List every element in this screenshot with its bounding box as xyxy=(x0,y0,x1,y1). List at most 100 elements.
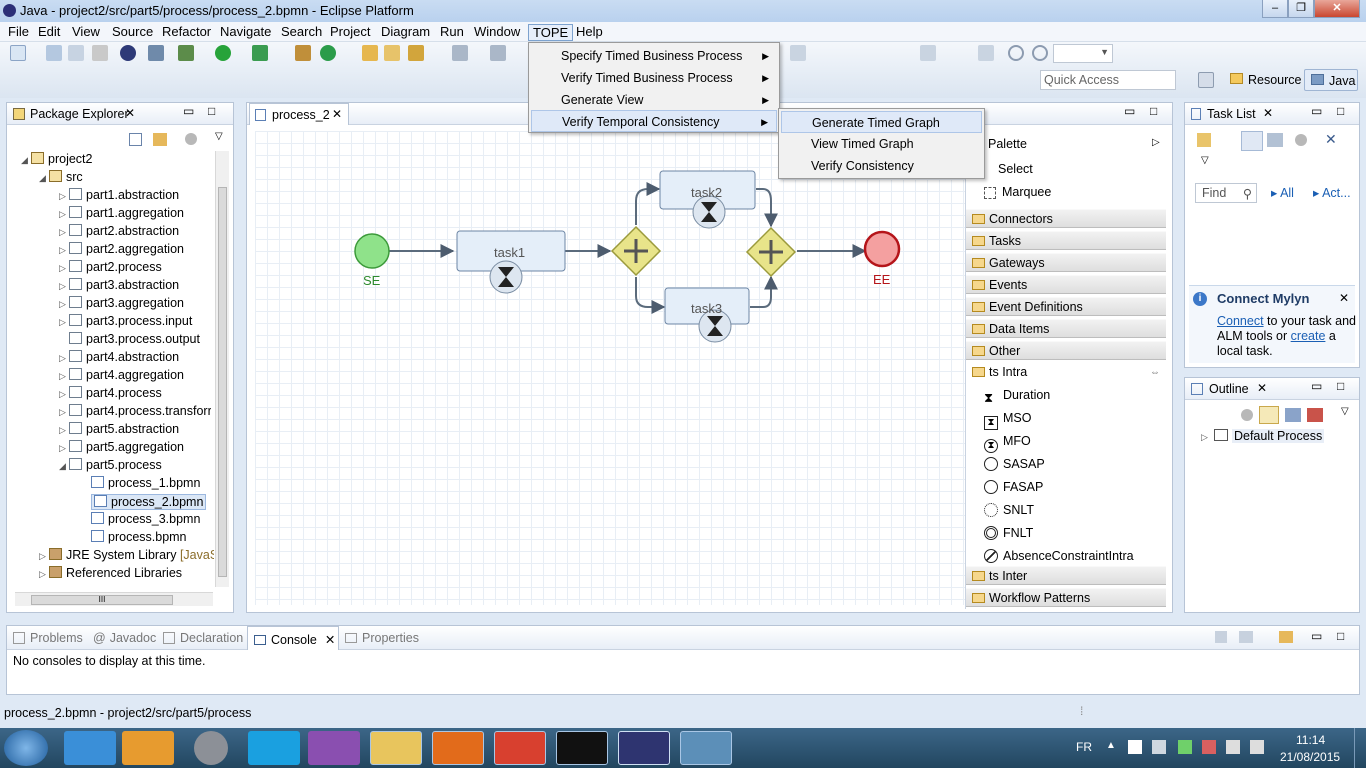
tree-package[interactable]: ▷part3.aggregation xyxy=(59,296,184,310)
vertical-scrollbar[interactable] xyxy=(215,151,229,587)
outline-mode-icon[interactable] xyxy=(1259,406,1279,424)
link-editor-icon[interactable] xyxy=(153,133,167,146)
scroll-thumb[interactable] xyxy=(218,187,227,577)
menu-item-specify[interactable]: Specify Timed Business Process▶ xyxy=(531,45,777,67)
task3-label[interactable]: task3 xyxy=(691,301,723,316)
monitor-icon[interactable] xyxy=(1202,740,1216,754)
horizontal-scrollbar[interactable]: III xyxy=(15,592,213,606)
tree-package[interactable]: ▷part3.abstraction xyxy=(59,278,179,292)
tree-package[interactable]: ▷part5.aggregation xyxy=(59,440,184,454)
globe-icon[interactable] xyxy=(120,45,136,61)
print-icon[interactable] xyxy=(92,45,108,61)
task2-label[interactable]: task2 xyxy=(691,185,723,200)
palette-drawer-workflow-patterns[interactable]: Workflow Patterns xyxy=(966,588,1166,607)
categorized-icon[interactable] xyxy=(1241,131,1263,151)
menu-view[interactable]: View xyxy=(72,24,100,39)
open-type-icon[interactable] xyxy=(362,45,378,61)
tree-project[interactable]: ◢project2 xyxy=(21,152,92,166)
pin-icon[interactable] xyxy=(148,45,164,61)
menu-search[interactable]: Search xyxy=(281,24,323,39)
chrome-icon[interactable] xyxy=(494,731,546,765)
new-icon[interactable] xyxy=(10,45,26,61)
palette-item-duration[interactable]: ⧗Duration xyxy=(966,386,1166,405)
sync-tray-icon[interactable] xyxy=(1178,740,1192,754)
focus-icon[interactable] xyxy=(1295,134,1307,146)
run-icon[interactable] xyxy=(215,45,231,61)
zoom-select[interactable]: ▼ xyxy=(1053,44,1113,63)
menu-run[interactable]: Run xyxy=(440,24,464,39)
perspective-resource[interactable]: Resource xyxy=(1224,69,1302,91)
maximize-view-icon[interactable]: □ xyxy=(1337,379,1345,393)
menu-navigate[interactable]: Navigate xyxy=(220,24,272,39)
save-all-icon[interactable] xyxy=(68,45,84,61)
close-tab-icon[interactable]: ✕ xyxy=(1257,381,1268,395)
tree-package[interactable]: ▷part4.process xyxy=(59,386,162,400)
grid-icon[interactable] xyxy=(790,45,806,61)
palette-select[interactable]: ↖Select xyxy=(966,160,1166,179)
tree-package[interactable]: ▷part4.process.transforr xyxy=(59,404,211,418)
tree-file[interactable]: process_1.bpmn xyxy=(91,476,200,490)
nav-icon[interactable] xyxy=(490,45,506,61)
palette-drawer-ts-inter[interactable]: ts Inter xyxy=(966,566,1166,585)
tree-ref-libs[interactable]: ▷Referenced Libraries xyxy=(39,566,182,580)
view-menu-icon[interactable]: ▽ xyxy=(1201,155,1209,166)
firefox-icon[interactable] xyxy=(432,731,484,765)
tree-package[interactable]: ▷part4.aggregation xyxy=(59,368,184,382)
media-player-icon[interactable] xyxy=(122,731,174,765)
minimize-view-icon[interactable]: ▭ xyxy=(1311,629,1323,643)
menu-item-verify[interactable]: Verify Timed Business Process▶ xyxy=(531,67,777,89)
align-icon[interactable] xyxy=(920,45,936,61)
clock-time[interactable]: 11:14 xyxy=(1296,733,1326,747)
tree-package[interactable]: ▷part4.abstraction xyxy=(59,350,179,364)
scheduled-icon[interactable] xyxy=(1267,133,1283,147)
tab-console[interactable]: Console✕ xyxy=(247,626,339,650)
palette-drawer-ts-intra[interactable]: ts Intra⇔ xyxy=(966,363,1166,382)
save-icon[interactable] xyxy=(46,45,62,61)
flag-icon[interactable] xyxy=(1128,740,1142,754)
battery-icon[interactable] xyxy=(1226,740,1240,754)
minimize-button[interactable]: – xyxy=(1262,0,1288,18)
edit-icon[interactable] xyxy=(408,45,424,61)
pin-console-icon[interactable] xyxy=(1215,631,1227,643)
palette-drawer-events[interactable]: Events xyxy=(966,275,1166,294)
photo-viewer-icon[interactable] xyxy=(680,731,732,765)
tab-javadoc[interactable]: @Javadoc xyxy=(93,631,156,645)
palette-drawer-gateways[interactable]: Gateways xyxy=(966,253,1166,272)
minimize-view-icon[interactable]: ▭ xyxy=(183,104,195,118)
resize-icon[interactable]: ⇔ xyxy=(1150,367,1160,378)
tree-src[interactable]: ◢src xyxy=(39,170,83,184)
run-external-icon[interactable] xyxy=(252,45,268,61)
debug-icon[interactable] xyxy=(178,45,194,61)
graph-view-icon[interactable] xyxy=(1285,408,1301,422)
clock-date[interactable]: 21/08/2015 xyxy=(1280,750,1341,764)
maximize-view-icon[interactable]: □ xyxy=(1337,104,1345,118)
tree-file[interactable]: process_3.bpmn xyxy=(91,512,200,526)
perspective-java[interactable]: Java xyxy=(1304,69,1358,91)
tree-package[interactable]: ▷part1.aggregation xyxy=(59,206,184,220)
menu-window[interactable]: Window xyxy=(474,24,521,39)
ie-icon[interactable] xyxy=(64,731,116,765)
tree-package[interactable]: ▷part5.abstraction xyxy=(59,422,179,436)
outline-root[interactable]: ▷ Default Process xyxy=(1201,429,1325,443)
new-class-icon[interactable] xyxy=(320,45,336,61)
all-link[interactable]: ▸ All xyxy=(1271,186,1294,200)
menu-file[interactable]: File xyxy=(8,24,29,39)
sync-icon[interactable]: ✕ xyxy=(1325,131,1337,147)
open-console-icon[interactable] xyxy=(1279,631,1293,643)
annotation-icon[interactable] xyxy=(452,45,468,61)
cmd-icon[interactable] xyxy=(556,731,608,765)
palette-item-snlt[interactable]: SNLT xyxy=(966,501,1166,520)
tree-package[interactable]: ◢part5.process xyxy=(59,458,162,472)
quick-access-input[interactable]: Quick Access xyxy=(1040,70,1176,90)
tree-jre[interactable]: ▷JRE System Library [JavaSE xyxy=(39,548,214,562)
menu-item-view-timed-graph[interactable]: View Timed Graph xyxy=(781,133,982,155)
create-link[interactable]: create xyxy=(1290,329,1326,343)
explorer-icon[interactable] xyxy=(370,731,422,765)
palette-drawer-data-items[interactable]: Data Items xyxy=(966,319,1166,338)
menu-tope[interactable]: TOPE xyxy=(528,24,574,41)
palette-drawer-other[interactable]: Other xyxy=(966,341,1166,360)
palette-drawer-tasks[interactable]: Tasks xyxy=(966,231,1166,250)
palette-item-sasap[interactable]: SASAP xyxy=(966,455,1166,474)
menu-item-verify-consistency[interactable]: Verify Consistency xyxy=(781,155,982,177)
task1-label[interactable]: task1 xyxy=(494,245,526,260)
